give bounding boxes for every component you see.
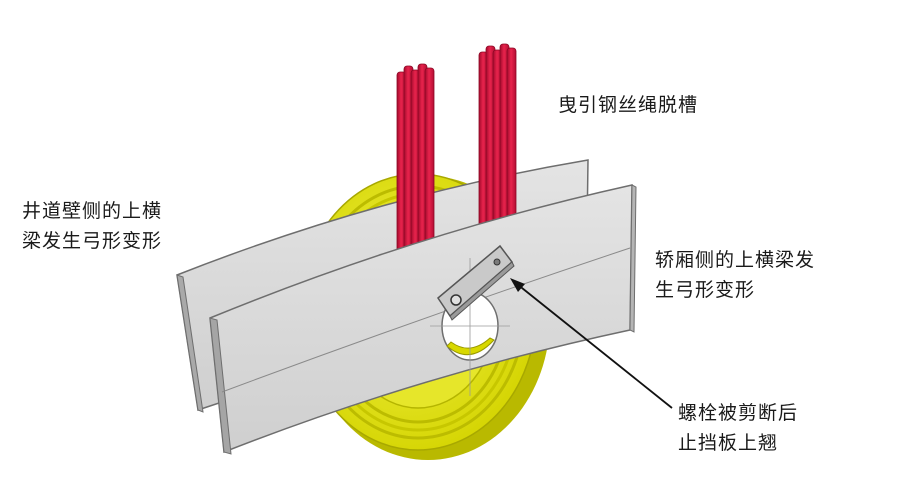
traction-ropes-right: [478, 43, 517, 258]
label-wall-line-1: 井道壁侧的上横: [22, 200, 163, 222]
label-rope-out-of-groove: 曳引钢丝绳脱槽: [558, 90, 698, 120]
bolt-hole: [493, 258, 501, 266]
label-car-line-1: 轿厢侧的上横梁发: [655, 249, 816, 271]
label-bolt-line-2: 止挡板上翘: [678, 432, 779, 454]
label-rope-text: 曳引钢丝绳脱槽: [558, 94, 699, 116]
bolt-head: [450, 294, 462, 306]
label-wall-line-2: 梁发生弓形变形: [22, 230, 163, 252]
label-wall-side-beam: 井道壁侧的上横 梁发生弓形变形: [22, 196, 162, 256]
annotation-arrow: [510, 278, 673, 409]
label-bolt-sheared: 螺栓被剪断后 止挡板上翘: [678, 398, 798, 458]
stop-plate: [437, 244, 515, 321]
label-car-line-2: 生弓形变形: [655, 279, 756, 301]
label-car-side-beam: 轿厢侧的上横梁发 生弓形变形: [655, 245, 815, 305]
label-bolt-line-1: 螺栓被剪断后: [678, 402, 799, 424]
